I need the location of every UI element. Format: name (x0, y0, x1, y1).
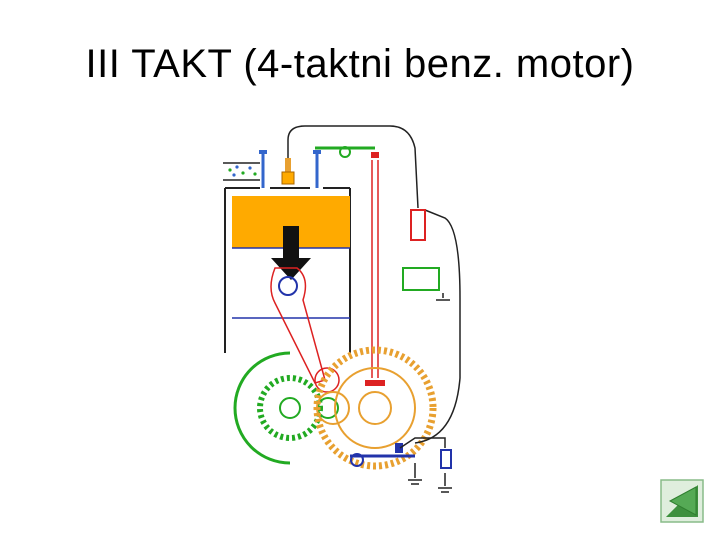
exhaust-valve (313, 150, 321, 188)
rocker-arm (315, 146, 379, 158)
distributor (350, 443, 415, 467)
ignition-coil (410, 209, 426, 241)
engine-diagram (223, 125, 461, 493)
triangle-left-icon[interactable] (660, 479, 704, 523)
ignition-wiring (287, 125, 461, 493)
arrow-down-icon (271, 226, 311, 280)
intake-valve (259, 150, 267, 188)
connecting-rod (270, 267, 340, 393)
slide-title: III TAKT (4-taktni benz. motor) (85, 42, 635, 86)
spark-plug (281, 158, 295, 185)
condenser (440, 449, 452, 469)
battery (402, 267, 440, 291)
push-rod (365, 160, 385, 386)
intake-manifold (223, 162, 260, 181)
crank-gear (313, 346, 437, 470)
